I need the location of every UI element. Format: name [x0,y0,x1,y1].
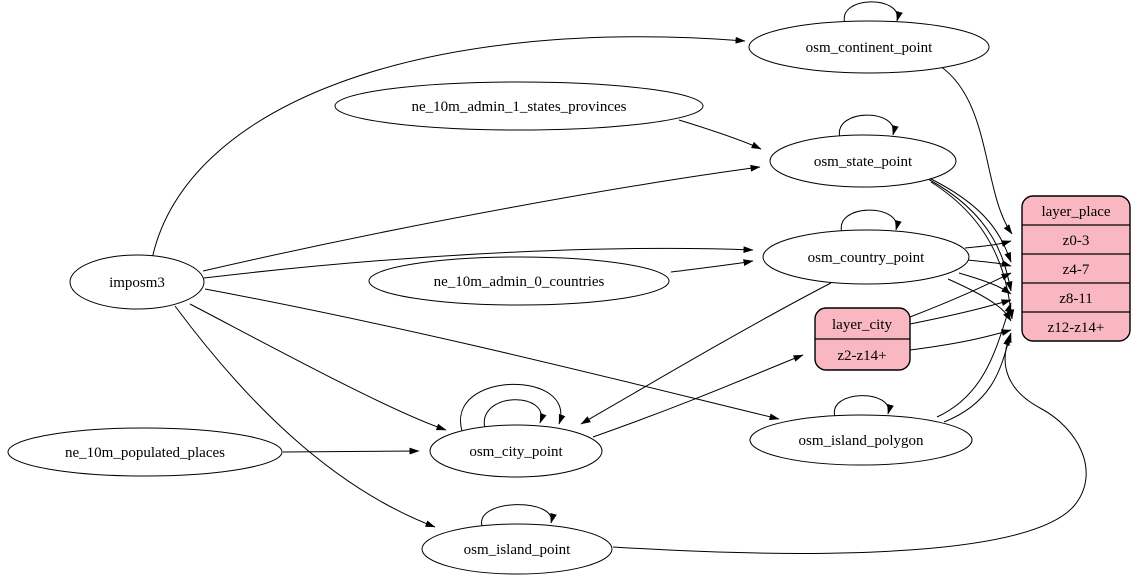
edge-osm-country-point-z0-3 [964,240,1012,249]
node-layer-city: layer_city z2-z14+ [814,307,911,371]
edge-ne-states-provinces-osm-state-point [678,119,762,150]
osm-city-point-shape [429,424,603,478]
edge-osm-continent-point-z0-3 [939,65,1013,235]
edge-osm-island-polygon-z8-11 [936,302,1012,418]
osm-island-point-shape [421,523,613,575]
node-osm-continent-point: osm_continent_point [748,20,990,74]
imposm3-shape [69,254,205,310]
layer-place-row-z4-7: z4-7 [1063,262,1090,278]
layer-city-title: layer_city [832,317,892,333]
ne-populated-places-shape [7,427,283,477]
node-osm-country-point: osm_country_point [762,229,970,285]
node-imposm3: imposm3 [69,254,205,310]
edge-layer-city-z8-11 [909,299,1012,325]
osm-continent-point-shape [748,20,990,74]
edge-layer-city-z12-z14 [909,329,1012,351]
edge-osm-country-point-z4-7 [966,259,1012,267]
node-layer-place: layer_place z0-3 z4-7 z8-11 z12-z14+ [1021,195,1131,342]
node-osm-island-polygon: osm_island_polygon [749,414,973,466]
node-osm-island-point: osm_island_point [421,523,613,575]
node-ne-10m-admin-0-countries: ne_10m_admin_0_countries [368,256,670,306]
edge-osm-country-point-osm-city-point [580,282,832,425]
edge-osm-country-point-z8-11 [958,272,1012,295]
node-osm-state-point: osm_state_point [769,134,957,188]
selfloop-osm-city-point-inner [483,399,547,430]
edge-imposm3-osm-continent-point [151,36,746,260]
edge-imposm3-osm-state-point [202,164,761,272]
edge-imposm3-osm-city-point [189,303,447,431]
node-ne-10m-admin-1-states-provinces: ne_10m_admin_1_states_provinces [334,81,704,131]
edge-osm-country-point-z12-z14 [947,278,1012,322]
node-osm-city-point: osm_city_point [429,424,603,478]
layer-place-row-z0-3: z0-3 [1063,233,1090,249]
osm-continent-point-label: osm_continent_point [806,40,933,56]
edge-imposm3-osm-island-polygon [204,288,780,421]
osm-city-point-label: osm_city_point [469,444,563,460]
edge-osm-city-point-layer-city [592,354,804,438]
imposm3-label: imposm3 [109,275,165,291]
edge-ne-countries-osm-country-point [670,259,754,273]
edge-layer-city-z4-7 [909,272,1012,318]
osm-island-polygon-shape [749,414,973,466]
edge-osm-island-polygon-z12-z14 [943,332,1012,423]
layer-place-title: layer_place [1041,204,1110,220]
selfloop-osm-state-point [838,114,899,139]
selfloop-osm-island-point [481,504,557,527]
edge-ne-populated-places-osm-city-point [282,447,420,455]
layer-place-shape [1021,195,1131,342]
layer-place-row-z12-z14: z12-z14+ [1048,320,1105,336]
ne-countries-label: ne_10m_admin_0_countries [434,274,605,290]
osm-country-point-label: osm_country_point [808,250,925,266]
osm-state-point-label: osm_state_point [814,154,913,170]
ne-countries-shape [368,256,670,306]
osm-island-polygon-label: osm_island_polygon [798,433,924,449]
edge-osm-state-point-z8-11 [927,178,1013,292]
selfloop-osm-continent-point [843,1,903,25]
ne-states-provinces-label: ne_10m_admin_1_states_provinces [412,99,627,115]
osm-state-point-shape [769,134,957,188]
selfloop-osm-city-point-outer [460,383,566,432]
layer-place-row-z8-11: z8-11 [1059,291,1093,307]
osm-country-point-shape [762,229,970,285]
node-ne-10m-populated-places: ne_10m_populated_places [7,427,283,477]
layer-city-row-z2-z14: z2-z14+ [837,348,886,364]
edge-group [151,1,1087,554]
edge-osm-island-point-z12-z14 [612,335,1087,554]
edge-imposm3-osm-island-point [174,305,436,528]
ne-states-provinces-shape [334,81,704,131]
selfloop-osm-island-polygon [833,395,894,418]
edge-imposm3-osm-country-point [203,246,754,279]
ne-populated-places-label: ne_10m_populated_places [65,445,225,461]
edge-osm-state-point-z4-7 [924,175,1012,263]
osm-island-point-label: osm_island_point [464,542,572,558]
selfloop-osm-country-point [840,209,902,234]
